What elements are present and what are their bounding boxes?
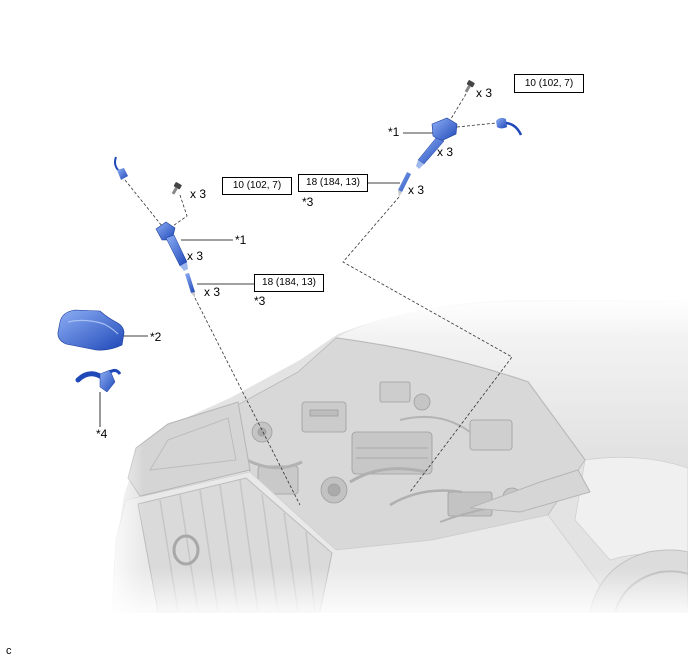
upper-plug-quantity: x 3 bbox=[408, 183, 425, 197]
hose-callout: *4 bbox=[96, 427, 108, 441]
upper-coil-quantity: x 3 bbox=[437, 145, 454, 159]
hose-fitting bbox=[99, 369, 116, 393]
plug-tip bbox=[398, 190, 402, 197]
dashed-line-upper-connector bbox=[456, 122, 497, 128]
bottom-fade bbox=[100, 568, 688, 620]
engine-component bbox=[413, 393, 431, 411]
lower-coil-callout: *1 bbox=[235, 233, 247, 247]
upper-plug-callout: *3 bbox=[302, 195, 314, 209]
top-fade bbox=[290, 292, 688, 337]
hood bbox=[336, 300, 688, 468]
engine-cover-icon bbox=[57, 309, 125, 351]
coil-head bbox=[155, 221, 176, 241]
engine-component bbox=[356, 447, 428, 459]
plug-body bbox=[398, 172, 411, 192]
engine-component bbox=[379, 381, 411, 403]
upper-bolt-torque-box: 10 (102, 7) bbox=[514, 74, 584, 93]
left-fade bbox=[104, 440, 144, 620]
vehicle-illustration bbox=[100, 292, 688, 620]
dashed-line-lower-bolt bbox=[169, 194, 188, 229]
engine-cover-ridge bbox=[67, 319, 119, 335]
engine-hose bbox=[399, 415, 471, 433]
engine-component bbox=[257, 427, 267, 437]
lower-plug-torque-box: 18 (184, 13) bbox=[254, 274, 324, 292]
coil-connector-icon bbox=[114, 156, 128, 180]
ignition-coil-icon bbox=[155, 221, 188, 271]
headlight-right bbox=[469, 469, 591, 513]
lower-plug-quantity: x 3 bbox=[204, 285, 221, 299]
engine-hose bbox=[389, 489, 463, 507]
upper-coil-callout: *1 bbox=[388, 125, 400, 139]
coil-tip bbox=[416, 160, 424, 169]
dashed-line-lower-plug bbox=[194, 297, 301, 506]
engine-component bbox=[301, 401, 347, 433]
engine-component bbox=[309, 409, 339, 417]
dashed-line-upper-plug bbox=[342, 196, 513, 493]
coil-head bbox=[431, 117, 458, 142]
connector-wire bbox=[505, 121, 523, 136]
upper-plug-torque-box: 18 (184, 13) bbox=[298, 174, 368, 192]
engine-component bbox=[327, 483, 341, 497]
plug-body bbox=[185, 273, 195, 293]
upper-bolt-quantity: x 3 bbox=[476, 86, 493, 100]
lower-plug-callout: *3 bbox=[254, 294, 266, 308]
ignition-coil-icon bbox=[416, 117, 458, 169]
coil-connector-icon bbox=[496, 117, 523, 136]
headlight-left-detail bbox=[149, 417, 237, 471]
bolt-shaft bbox=[464, 85, 471, 93]
connector-body bbox=[496, 117, 507, 129]
bolt-head bbox=[466, 80, 475, 88]
bolt-icon bbox=[464, 80, 475, 93]
lower-bolt-quantity: x 3 bbox=[190, 187, 207, 201]
bolt-head bbox=[173, 182, 182, 190]
hose-tube bbox=[75, 371, 103, 383]
bolt-shaft bbox=[171, 187, 178, 195]
figure-code: c bbox=[6, 645, 12, 657]
plug-tip bbox=[191, 292, 195, 298]
spark-plug-icon bbox=[185, 273, 195, 298]
right-fender bbox=[574, 456, 688, 561]
engine-components bbox=[239, 381, 531, 523]
dashed-line-lower-connector bbox=[124, 179, 163, 227]
engine-hose bbox=[349, 467, 427, 484]
lower-bolt-torque-box: 10 (102, 7) bbox=[222, 177, 292, 195]
engine-component bbox=[469, 419, 513, 451]
hose-tube bbox=[109, 368, 122, 375]
engine-component bbox=[351, 431, 433, 475]
spark-plug-icon bbox=[398, 172, 411, 197]
lower-coil-quantity: x 3 bbox=[187, 249, 204, 263]
dashed-line-upper-bolt bbox=[448, 93, 467, 123]
emblem bbox=[172, 534, 200, 566]
hose-icon bbox=[75, 368, 122, 393]
bolt-icon bbox=[171, 182, 182, 195]
engine-cover-body bbox=[57, 309, 125, 351]
connector-body bbox=[117, 168, 128, 180]
connector-wire bbox=[114, 156, 120, 172]
engine-cover-callout: *2 bbox=[150, 330, 162, 344]
coil-tip bbox=[180, 262, 188, 271]
